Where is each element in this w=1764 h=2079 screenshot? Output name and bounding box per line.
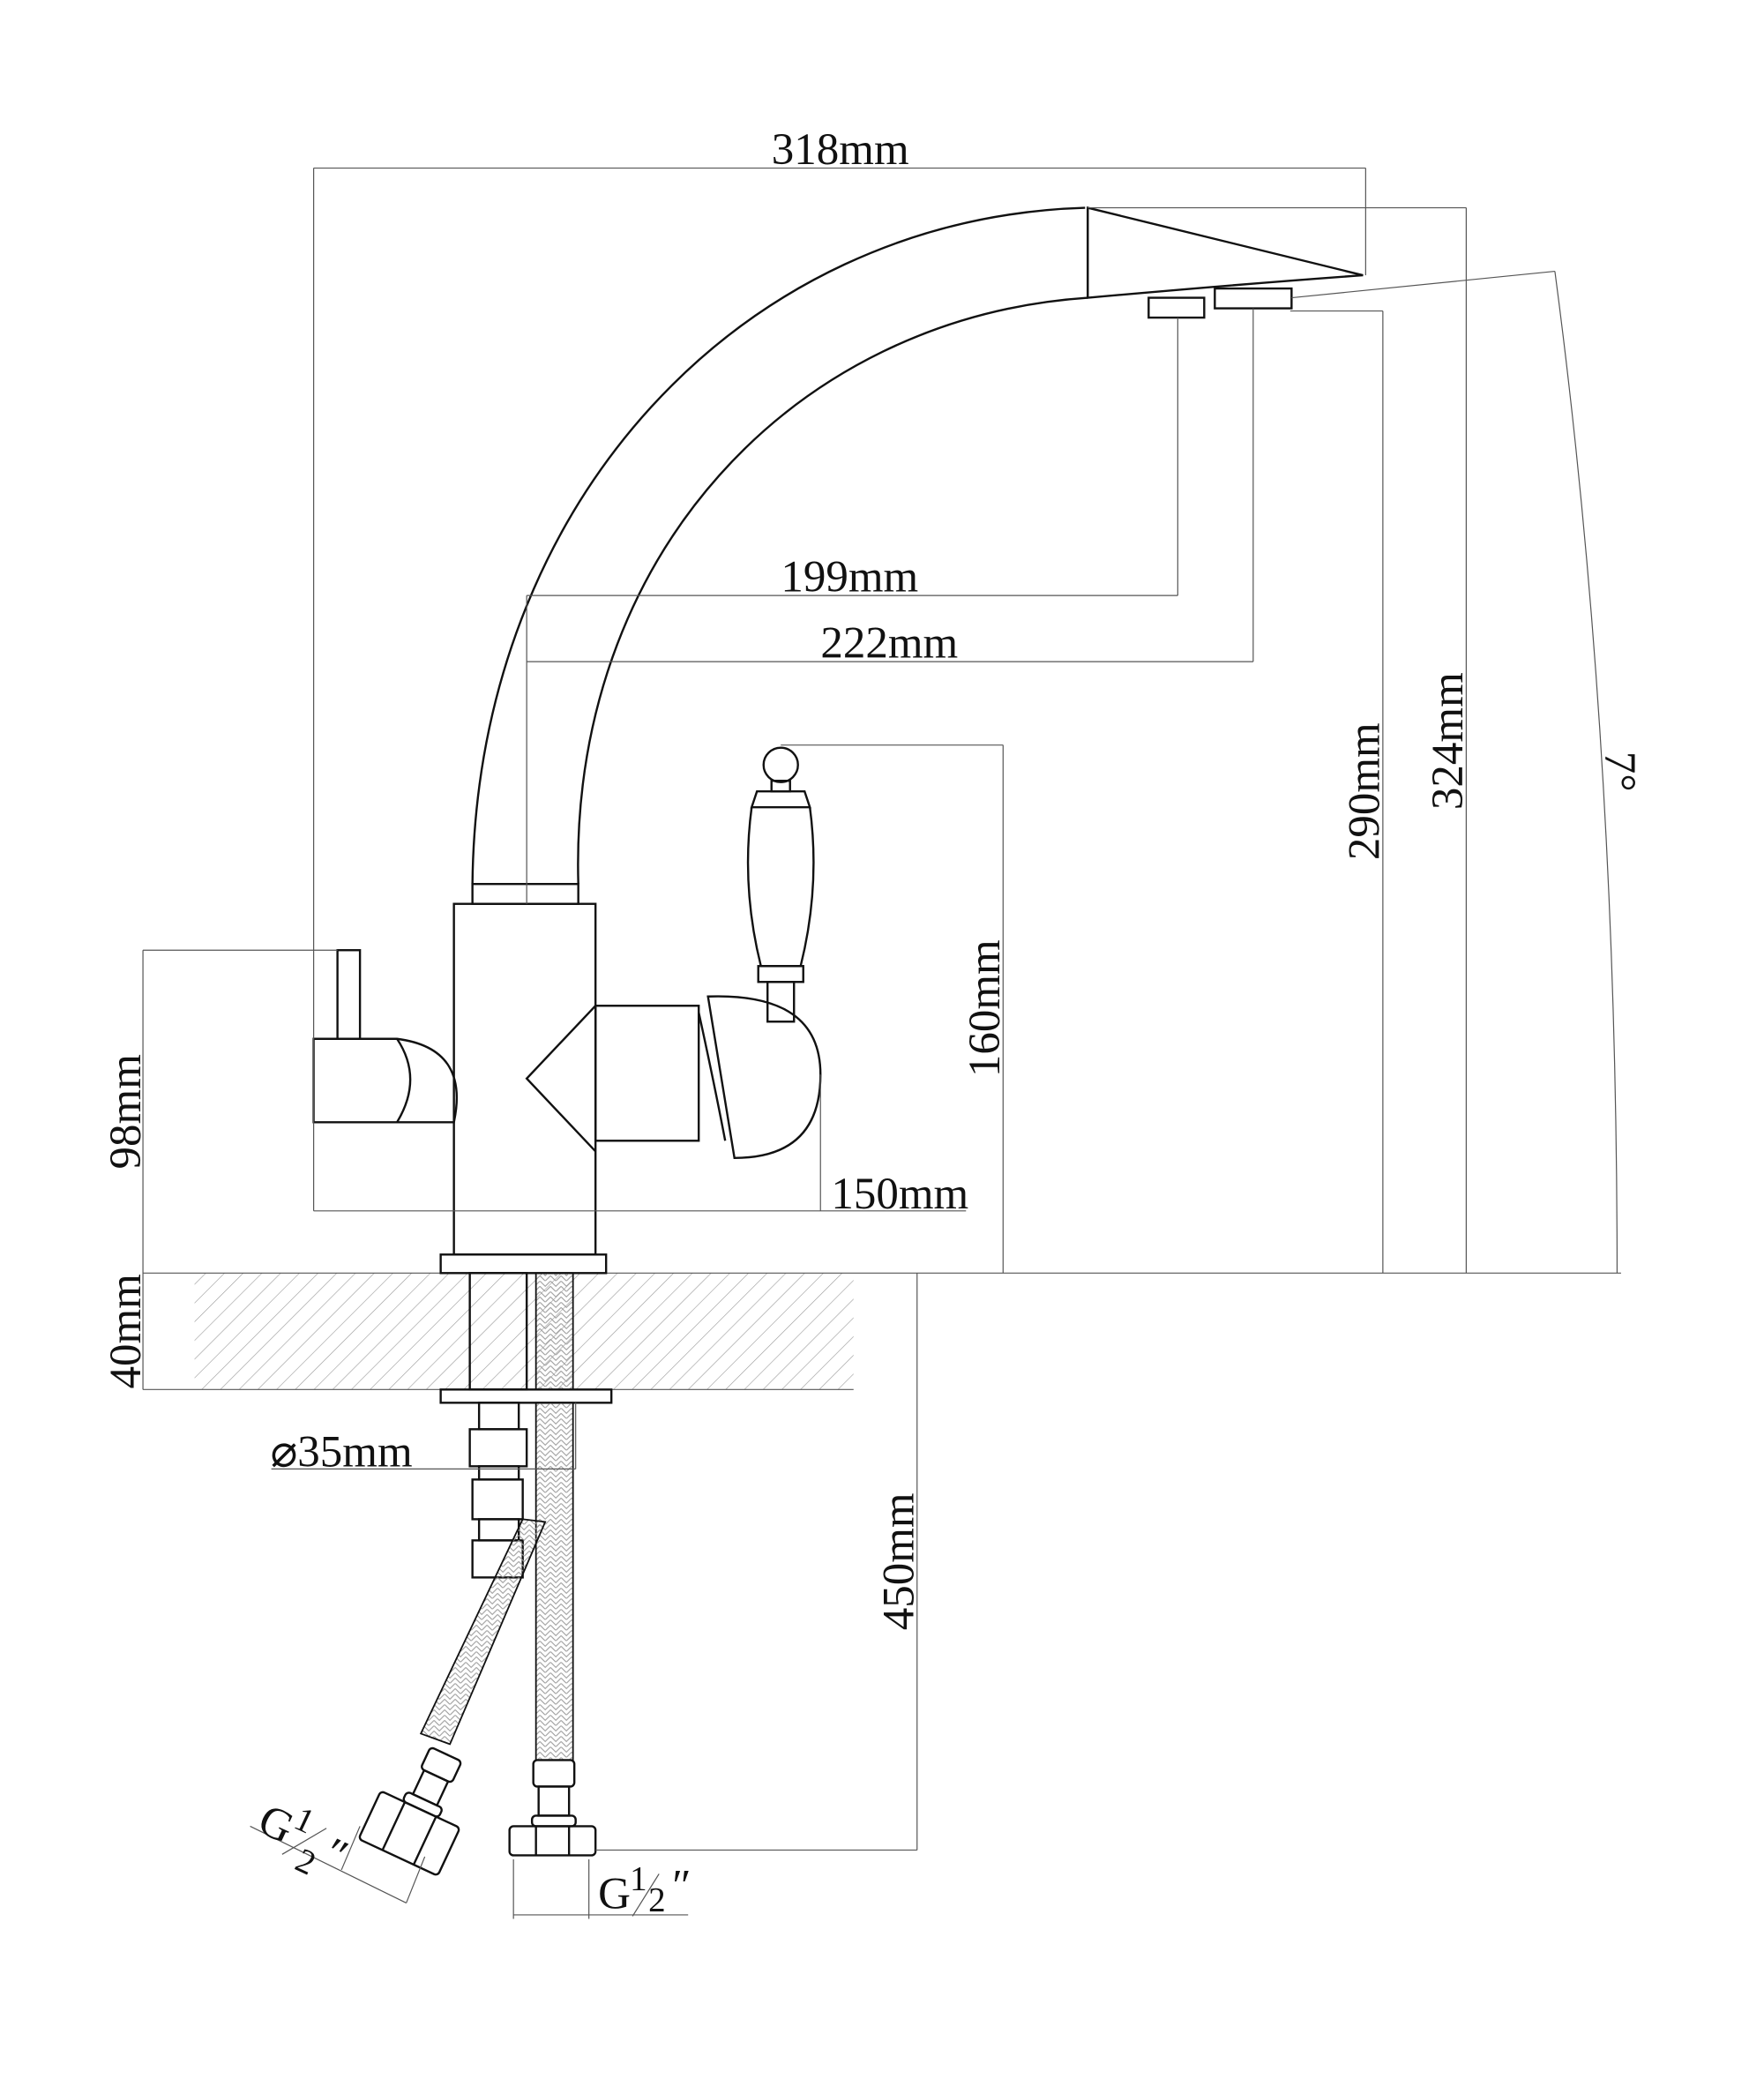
aerator-2: [1214, 287, 1293, 310]
label-324mm: 324mm: [1424, 672, 1473, 810]
faucet-body: [312, 746, 822, 1275]
mixer-handle: [746, 746, 815, 1023]
shank-and-hoses: [358, 1272, 613, 1876]
label-thread-right: G 1 2 ″: [598, 1859, 691, 1918]
countertop: [143, 1272, 1621, 1390]
spout: [471, 206, 1364, 885]
dimension-lines: [142, 167, 1618, 1919]
label-7deg: 7°: [1595, 752, 1644, 792]
label-thread-left: G 1 2 ″: [251, 1795, 355, 1882]
label-35mm: ⌀35mm: [271, 1427, 413, 1477]
aerator-1: [1147, 296, 1206, 319]
filter-lever: [336, 949, 362, 1040]
label-160mm: 160mm: [960, 939, 1010, 1077]
label-98mm: 98mm: [101, 1054, 151, 1169]
label-150mm: 150mm: [831, 1170, 968, 1219]
label-450mm: 450mm: [874, 1492, 923, 1630]
svg-text:″: ″: [317, 1828, 355, 1881]
svg-text:G: G: [598, 1869, 631, 1918]
svg-text:″: ″: [672, 1861, 691, 1911]
svg-text:2: 2: [648, 1881, 666, 1918]
label-222mm: 222mm: [820, 619, 958, 669]
label-40mm: 40mm: [101, 1274, 151, 1388]
label-199mm: 199mm: [781, 553, 918, 602]
svg-text:1: 1: [630, 1859, 647, 1897]
label-318mm: 318mm: [772, 125, 909, 175]
label-290mm: 290mm: [1340, 722, 1389, 860]
